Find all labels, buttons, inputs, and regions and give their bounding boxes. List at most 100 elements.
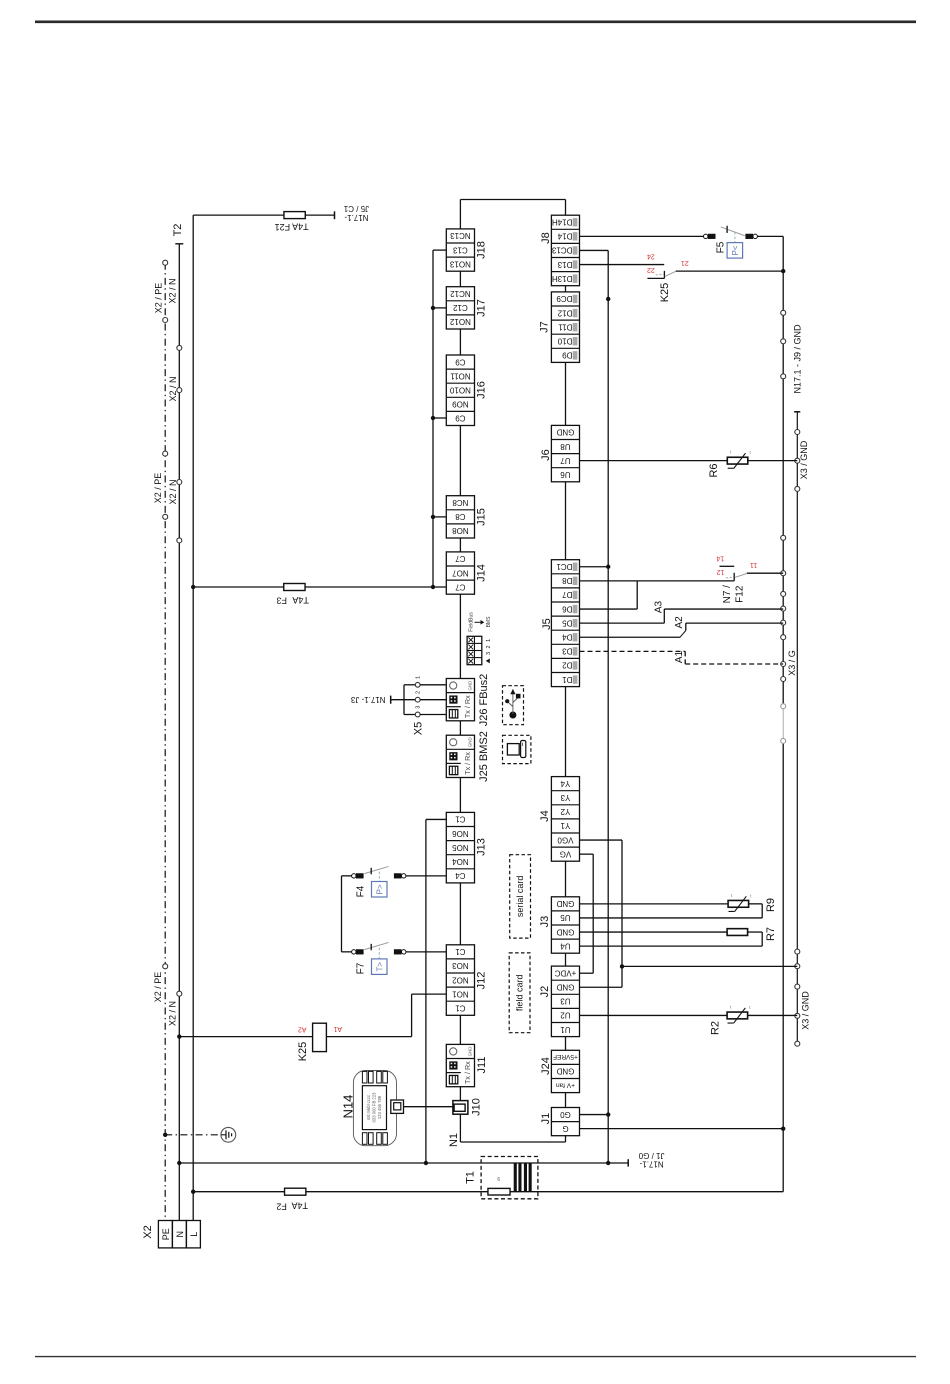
svg-text:F5: F5: [716, 241, 727, 253]
svg-text:NO1: NO1: [452, 989, 469, 998]
svg-text:T4A: T4A: [292, 221, 309, 231]
svg-text:X2: X2: [142, 1225, 154, 1238]
svg-text:X3 / GND: X3 / GND: [799, 440, 809, 479]
svg-text:X2 / N: X2 / N: [168, 1001, 178, 1026]
svg-text:A1: A1: [674, 650, 685, 663]
svg-text:NO4: NO4: [452, 857, 469, 866]
svg-text:NO10: NO10: [449, 385, 470, 394]
svg-text:C1: C1: [455, 1003, 466, 1012]
svg-text:U3: U3: [560, 997, 571, 1006]
svg-text:N14: N14: [341, 1095, 356, 1119]
svg-text:A2: A2: [298, 1025, 307, 1032]
svg-text:J7: J7: [538, 321, 550, 333]
svg-text:123 456 789: 123 456 789: [377, 1095, 382, 1119]
svg-text:Y3: Y3: [560, 793, 570, 802]
svg-text:X3 / G: X3 / G: [787, 650, 797, 676]
svg-text:J16: J16: [475, 381, 487, 399]
svg-text:3: 3: [486, 652, 492, 655]
svg-text:PE: PE: [161, 1228, 171, 1240]
svg-text:D6: D6: [562, 604, 573, 613]
svg-text:Tx / Rx: Tx / Rx: [463, 695, 472, 718]
svg-text:T4A: T4A: [291, 1200, 308, 1210]
svg-text:F7: F7: [356, 962, 367, 974]
svg-text:G: G: [562, 1124, 568, 1133]
svg-text:GND: GND: [467, 1047, 472, 1057]
svg-text:R9: R9: [765, 898, 777, 912]
svg-text:C1: C1: [455, 815, 466, 824]
svg-text:+VDC: +VDC: [554, 968, 576, 977]
svg-text:D13: D13: [557, 260, 572, 269]
svg-text:R6: R6: [708, 463, 720, 477]
svg-text:2: 2: [486, 645, 492, 648]
svg-text:X5: X5: [412, 722, 424, 735]
svg-text:22: 22: [647, 266, 655, 273]
svg-text:P>: P>: [376, 884, 385, 894]
svg-text:3: 3: [415, 706, 421, 709]
svg-text:X3 / GND: X3 / GND: [801, 991, 811, 1030]
svg-text:J17: J17: [475, 299, 487, 317]
svg-text:C4: C4: [455, 871, 466, 880]
svg-text:J14: J14: [475, 564, 487, 582]
svg-text:T4A: T4A: [292, 595, 309, 605]
svg-text:NC13: NC13: [450, 231, 471, 240]
svg-text:J2: J2: [539, 986, 551, 998]
svg-text:J10: J10: [470, 1098, 482, 1116]
svg-text:033 000 FB 223: 033 000 FB 223: [371, 1092, 376, 1122]
svg-text:K25: K25: [659, 283, 671, 303]
svg-text:J4: J4: [539, 810, 551, 822]
svg-text:+V fan: +V fan: [556, 1081, 575, 1088]
svg-text:14: 14: [716, 555, 724, 562]
svg-text:24: 24: [647, 253, 655, 260]
svg-text:F2: F2: [276, 1201, 287, 1211]
svg-text:t: t: [750, 893, 752, 898]
svg-text:A2: A2: [674, 616, 685, 629]
svg-text:N17.1- J3: N17.1- J3: [350, 695, 385, 704]
svg-text:N1: N1: [448, 1133, 460, 1147]
svg-text:U8: U8: [560, 442, 571, 451]
svg-text:J5 / C1: J5 / C1: [343, 204, 369, 213]
svg-text:VG: VG: [560, 849, 572, 858]
svg-text:D11: D11: [558, 322, 573, 331]
svg-text:NO11: NO11: [450, 371, 471, 380]
svg-text:J11: J11: [476, 1057, 488, 1074]
svg-text:BMS: BMS: [486, 616, 492, 628]
svg-text:GND: GND: [556, 899, 574, 908]
svg-text:21: 21: [681, 259, 689, 266]
svg-text:N17.1 - J9 / GND: N17.1 - J9 / GND: [793, 324, 803, 394]
svg-text:NO7: NO7: [452, 568, 469, 577]
svg-text:C1: C1: [455, 947, 466, 956]
svg-text:t: t: [731, 893, 733, 898]
svg-text:X2 / N: X2 / N: [168, 479, 178, 504]
svg-text:U2: U2: [560, 1011, 571, 1020]
svg-text:11: 11: [750, 561, 757, 568]
svg-text:C12: C12: [453, 303, 468, 312]
svg-text:D14: D14: [557, 232, 572, 241]
svg-text:T1: T1: [464, 1171, 476, 1184]
svg-text:12: 12: [717, 568, 725, 575]
svg-text:J12: J12: [475, 972, 487, 990]
svg-text:D12: D12: [557, 308, 572, 317]
svg-text:C13: C13: [453, 245, 468, 254]
svg-text:J26 FBus2: J26 FBus2: [478, 674, 490, 727]
svg-text:K25: K25: [297, 1042, 309, 1062]
svg-text:GND: GND: [556, 982, 574, 991]
svg-text:F12: F12: [734, 585, 745, 603]
svg-text:D3: D3: [562, 647, 573, 656]
svg-text:C7: C7: [455, 582, 466, 591]
svg-text:NO9: NO9: [452, 400, 469, 409]
svg-text:GND: GND: [556, 927, 574, 936]
svg-text:X2 / PE: X2 / PE: [153, 972, 163, 1003]
svg-text:Tx / Rx: Tx / Rx: [463, 1061, 472, 1084]
svg-text:J13: J13: [475, 838, 487, 856]
svg-text:GND: GND: [556, 428, 574, 437]
svg-text:C9: C9: [455, 414, 466, 423]
svg-text:t: t: [730, 450, 732, 455]
svg-text:D4: D4: [562, 632, 573, 641]
svg-text:X2 / PE: X2 / PE: [153, 473, 163, 504]
svg-text:C9: C9: [455, 357, 466, 366]
svg-text:U6: U6: [560, 470, 571, 479]
svg-text:D5: D5: [562, 618, 573, 627]
svg-text:D13H: D13H: [552, 274, 573, 283]
svg-text:N17.1-: N17.1-: [639, 1160, 663, 1169]
svg-text:std mkbl cccc: std mkbl cccc: [366, 1095, 371, 1120]
